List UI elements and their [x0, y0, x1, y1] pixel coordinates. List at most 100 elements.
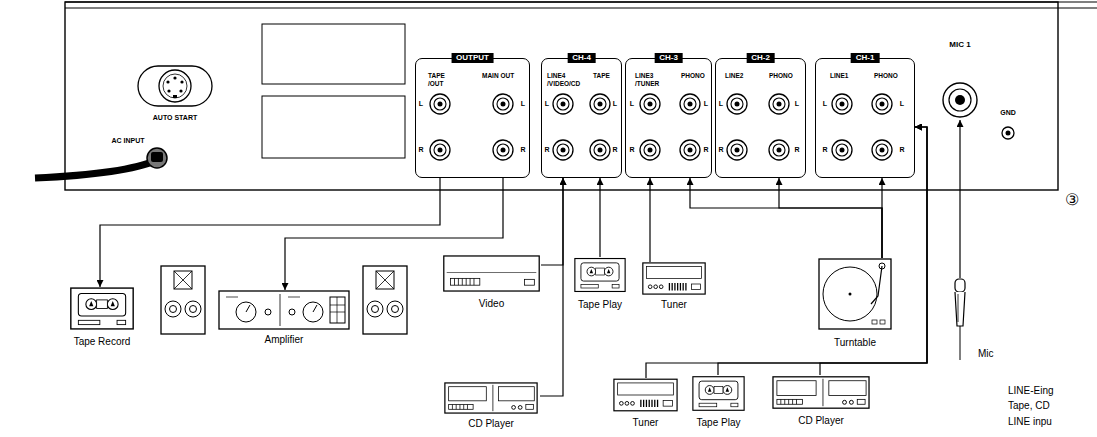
device-label: Video	[479, 298, 504, 310]
gnd-terminal	[1002, 127, 1014, 139]
device: Tuner	[640, 262, 708, 313]
channel-side-letter: R	[794, 146, 799, 154]
tuner-icon	[614, 379, 677, 411]
channel-heading: OUTPUT	[451, 53, 494, 63]
signal-cable	[690, 178, 882, 258]
device-label: Tape Play	[578, 299, 622, 311]
channel-group: CH-4LINE4 /VIDEO/CDTAPE	[541, 58, 622, 178]
channel-side-letter: R	[899, 146, 904, 154]
cassette-player-icon	[575, 259, 625, 292]
mic-input: MIC 1	[938, 40, 982, 120]
channel-side-letter: L	[823, 100, 827, 108]
device: Tape Play	[692, 375, 745, 431]
cassette-player-icon	[693, 377, 744, 411]
signal-cable	[100, 178, 440, 287]
blank-plate	[262, 96, 405, 158]
channel-side-letter: R	[418, 146, 423, 154]
signal-cable	[599, 178, 600, 257]
channel-side-letter: R	[822, 146, 827, 154]
signal-cable	[959, 120, 960, 278]
device: Amplifier	[218, 290, 350, 348]
device: Tape Record	[66, 287, 138, 350]
input-label: LINE1	[830, 72, 848, 80]
channel-side-letter: R	[544, 146, 549, 154]
speaker-icon	[161, 266, 205, 334]
panel-label: AC INPUT	[111, 137, 144, 145]
signal-cable	[646, 127, 927, 378]
input-label: PHONO	[874, 72, 898, 80]
device: Tuner	[613, 378, 678, 431]
channel-side-letter: L	[900, 100, 904, 108]
channel-heading: CH-4	[567, 53, 596, 63]
channel-side-letter: L	[521, 100, 525, 108]
device: Video	[442, 255, 541, 312]
device: CD Player	[442, 382, 540, 432]
note-text: ③	[1065, 191, 1079, 209]
device: Turntable	[818, 258, 892, 351]
channel-side-letter: R	[629, 146, 634, 154]
turntable-icon	[819, 259, 891, 329]
input-label: PHONO	[769, 72, 793, 80]
blank-plate	[262, 24, 405, 84]
channel-side-letter: L	[630, 100, 634, 108]
input-label: LINE2	[725, 72, 743, 80]
input-label: MAIN OUT	[482, 72, 514, 80]
input-label: PHONO	[681, 72, 705, 80]
cassette-recorder-icon	[71, 288, 133, 329]
signal-cable	[540, 178, 563, 396]
channel-side-letter: L	[419, 100, 423, 108]
channel-group: CH-2LINE2PHONO	[715, 58, 806, 178]
input-label: MIC 1	[949, 40, 970, 50]
device: CD Player	[772, 375, 870, 429]
signal-cable	[285, 178, 503, 290]
device: Mic	[950, 278, 970, 360]
channel-heading: CH-2	[746, 53, 775, 63]
device-label: Turntable	[834, 337, 876, 349]
channel-heading: CH-3	[654, 53, 683, 63]
signal-cable	[820, 127, 927, 375]
channel-heading: CH-1	[851, 53, 880, 63]
signal-cable	[881, 178, 882, 258]
speaker-icon	[363, 266, 407, 334]
channel-group: OUTPUTTAPE /OUTMAIN OUT	[415, 58, 530, 178]
channel-side-letter: R	[703, 146, 708, 154]
input-label: TAPE /OUT	[428, 72, 454, 87]
video-icon	[444, 256, 539, 291]
channel-side-letter: L	[613, 100, 617, 108]
channel-group: CH-1LINE1PHONO	[815, 58, 915, 178]
signal-cable	[649, 178, 650, 262]
device-label: CD Player	[468, 418, 514, 430]
din-connector	[138, 66, 212, 106]
device-label: Mic	[978, 348, 994, 360]
note-text: LINE inpu	[1008, 416, 1052, 428]
signal-cable	[779, 178, 882, 258]
channel-side-letter: R	[520, 146, 525, 154]
device: Tape Play	[574, 257, 626, 313]
ac-inlet	[35, 148, 167, 178]
device-label: CD Player	[798, 415, 844, 427]
note-text: Tape, CD	[1008, 400, 1050, 412]
channel-side-letter: R	[612, 146, 617, 154]
cd-player-icon	[445, 383, 537, 413]
channel-side-letter: R	[718, 146, 723, 154]
panel-top-edge	[65, 2, 1097, 8]
signal-cable	[718, 127, 927, 375]
mic-jack	[943, 83, 977, 117]
device-label: Amplifier	[265, 334, 304, 346]
microphone-icon	[955, 279, 965, 360]
device-label: Tape Play	[697, 417, 741, 429]
device-label: Tuner	[661, 299, 687, 311]
input-label: LINE3 /TUNER	[635, 72, 669, 87]
rca-jacks	[430, 94, 892, 160]
cd-player-icon	[773, 377, 869, 408]
input-label: TAPE	[593, 72, 610, 80]
rear-panel	[65, 2, 1058, 190]
note-text: LINE-Eing	[1008, 385, 1054, 397]
channel-side-letter: L	[795, 100, 799, 108]
channel-side-letter: L	[545, 100, 549, 108]
input-label: LINE4 /VIDEO/CD	[547, 72, 593, 87]
